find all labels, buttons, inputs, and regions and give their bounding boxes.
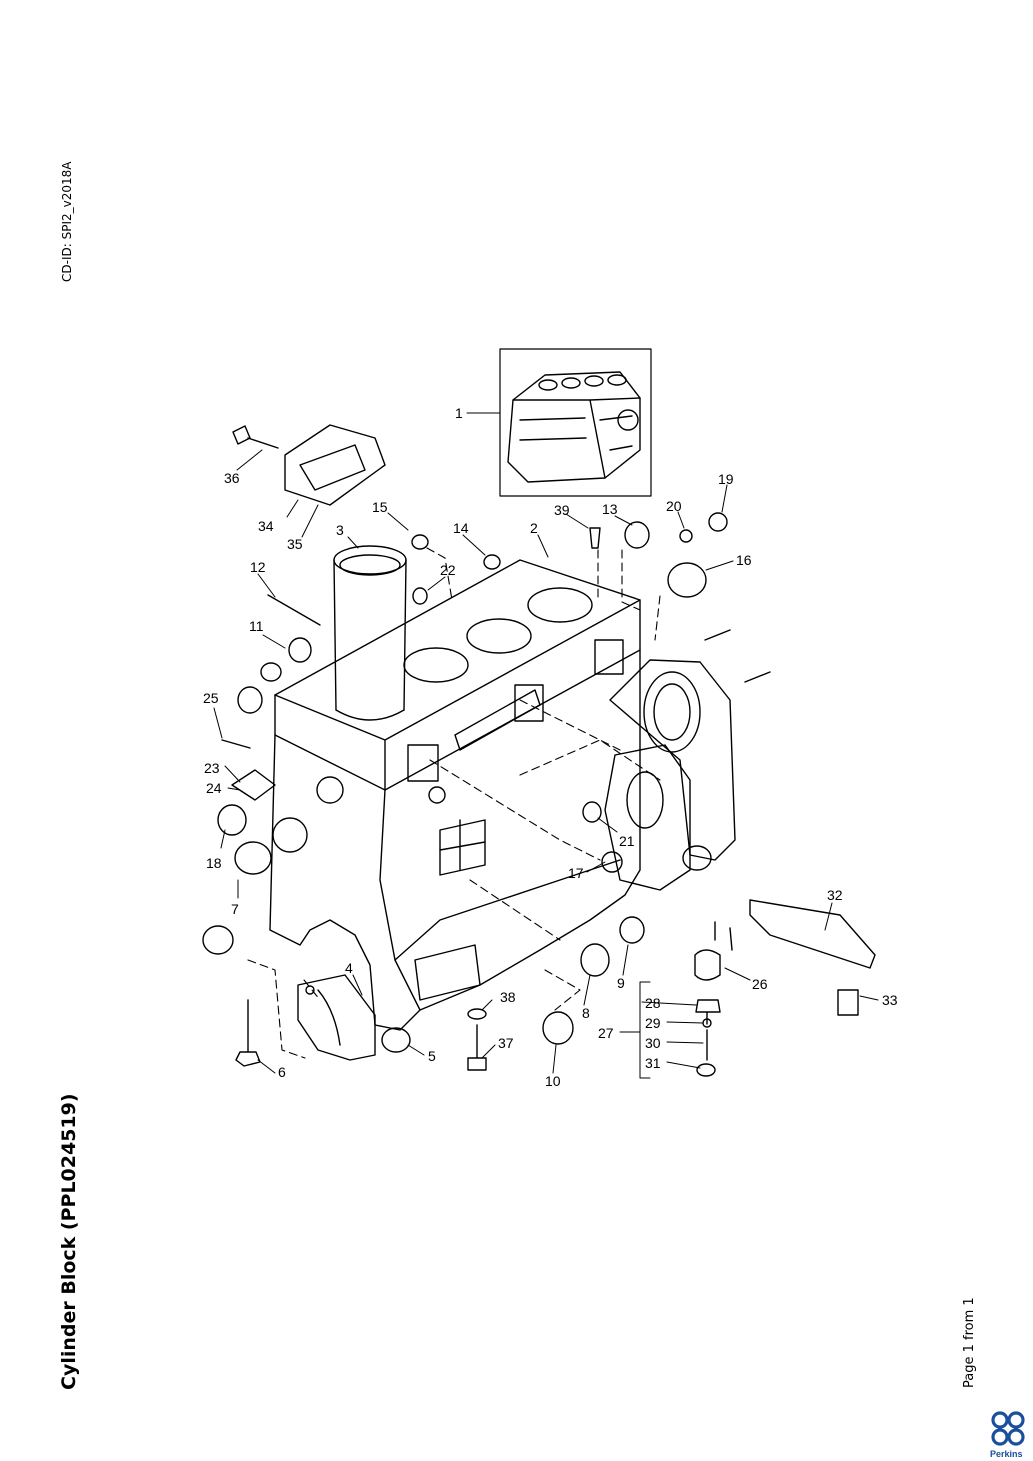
callout-19: 19: [718, 471, 734, 487]
assembly-guide-lines: [247, 547, 661, 1059]
callout-30: 30: [645, 1035, 661, 1051]
callout-31: 31: [645, 1055, 661, 1071]
callout-labels: 1 2 3 4 5 6 7 8 9 10 11 12 13 14 15 16 1…: [203, 405, 898, 1089]
small-parts: [202, 424, 876, 1077]
inset-engine-thumbnail: [499, 348, 652, 497]
callout-34: 34: [258, 518, 274, 534]
callout-11: 11: [249, 618, 264, 634]
callout-4: 4: [345, 960, 353, 976]
callout-15: 15: [372, 499, 388, 515]
callout-16: 16: [736, 552, 752, 568]
callout-35: 35: [287, 536, 303, 552]
callout-18: 18: [206, 855, 222, 871]
callout-17: 17: [568, 865, 584, 881]
callout-32: 32: [827, 887, 843, 903]
callout-38: 38: [500, 989, 516, 1005]
cylinder-liner: [333, 545, 407, 721]
callout-5: 5: [428, 1048, 436, 1064]
leader-lines: [213, 412, 879, 1079]
callout-3: 3: [336, 522, 344, 538]
callout-10: 10: [545, 1073, 561, 1089]
callout-26: 26: [752, 976, 768, 992]
callout-12: 12: [250, 559, 266, 575]
rear-housing: [604, 659, 736, 891]
callout-27: 27: [598, 1025, 614, 1041]
callout-25: 25: [203, 690, 219, 706]
callout-39: 39: [554, 502, 570, 518]
callout-21: 21: [619, 833, 635, 849]
callout-13: 13: [602, 501, 618, 517]
perkins-logo-icon: [991, 1411, 1025, 1446]
brand-name: Perkins: [990, 1449, 1023, 1459]
callout-22: 22: [440, 562, 456, 578]
cylinder-block: [269, 559, 641, 1031]
main-bearing-cap: [297, 974, 376, 1061]
callout-7: 7: [231, 901, 239, 917]
callout-14: 14: [453, 520, 469, 536]
callout-1: 1: [455, 405, 463, 421]
callout-28: 28: [645, 995, 661, 1011]
callout-37: 37: [498, 1035, 514, 1051]
callout-9: 9: [617, 975, 625, 991]
callout-36: 36: [224, 470, 240, 486]
callout-6: 6: [278, 1064, 286, 1080]
callout-23: 23: [204, 760, 220, 776]
callout-20: 20: [666, 498, 682, 514]
callout-33: 33: [882, 992, 898, 1008]
callout-8: 8: [582, 1005, 590, 1021]
callout-24: 24: [206, 780, 222, 796]
callout-2: 2: [530, 520, 538, 536]
callout-29: 29: [645, 1015, 661, 1031]
